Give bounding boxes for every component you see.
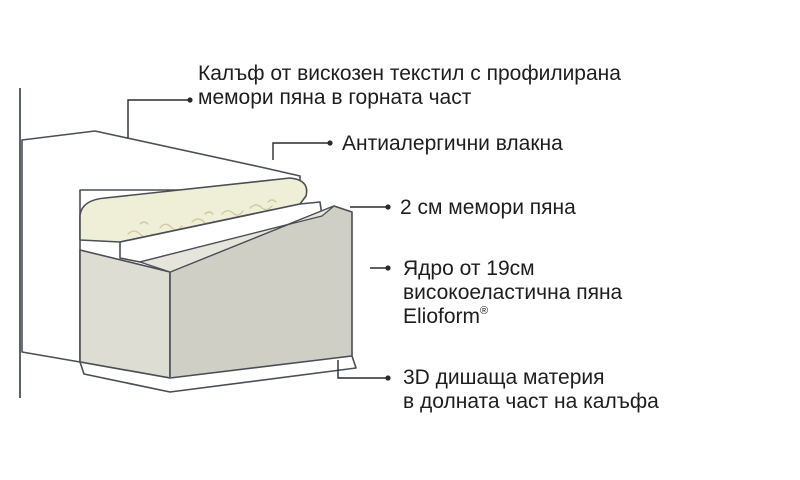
core-top-face: [139, 205, 335, 273]
label-cover: Калъф от вискозен текстил с профилирана …: [198, 62, 621, 110]
leader-cover: [127, 99, 190, 138]
core-front-face: [79, 249, 171, 379]
label-core: Ядро от 19см високоеластична пяна Eliofo…: [403, 257, 622, 329]
label-core-line3-wrap: Elioform®: [403, 305, 622, 329]
label-fibers-text: Антиалергични влакна: [342, 132, 563, 155]
label-cover-line2: мемори пяна в горната част: [198, 86, 472, 109]
bottom-fabric-layer: [79, 355, 357, 393]
label-memory-foam: 2 см мемори пяна: [400, 196, 576, 220]
leader-dot-fibers: [327, 140, 333, 146]
label-bottom-line1: 3D дишаща материя: [403, 366, 605, 389]
label-core-line3: Elioform: [403, 305, 481, 328]
leader-dot-core: [385, 265, 391, 271]
label-core-line2: високоеластична пяна: [403, 281, 623, 304]
leader-fibers: [272, 142, 330, 160]
leader-bottom: [337, 360, 388, 379]
leader-dot-cover: [187, 97, 193, 103]
leader-dot-memory-foam: [385, 204, 391, 210]
leader-dot-bottom: [385, 375, 391, 381]
label-memory-foam-text: 2 см мемори пяна: [400, 196, 576, 219]
label-fibers: Антиалергични влакна: [342, 132, 563, 156]
label-bottom: 3D дишаща материя в долната част на калъ…: [403, 366, 659, 414]
label-cover-line1: Калъф от вискозен текстил с профилирана: [198, 62, 621, 85]
label-core-line1: Ядро от 19см: [403, 257, 535, 280]
fiber-layer: [79, 177, 308, 243]
registered-mark: ®: [480, 305, 489, 317]
label-bottom-line2: в долната част на калъфа: [403, 390, 659, 413]
